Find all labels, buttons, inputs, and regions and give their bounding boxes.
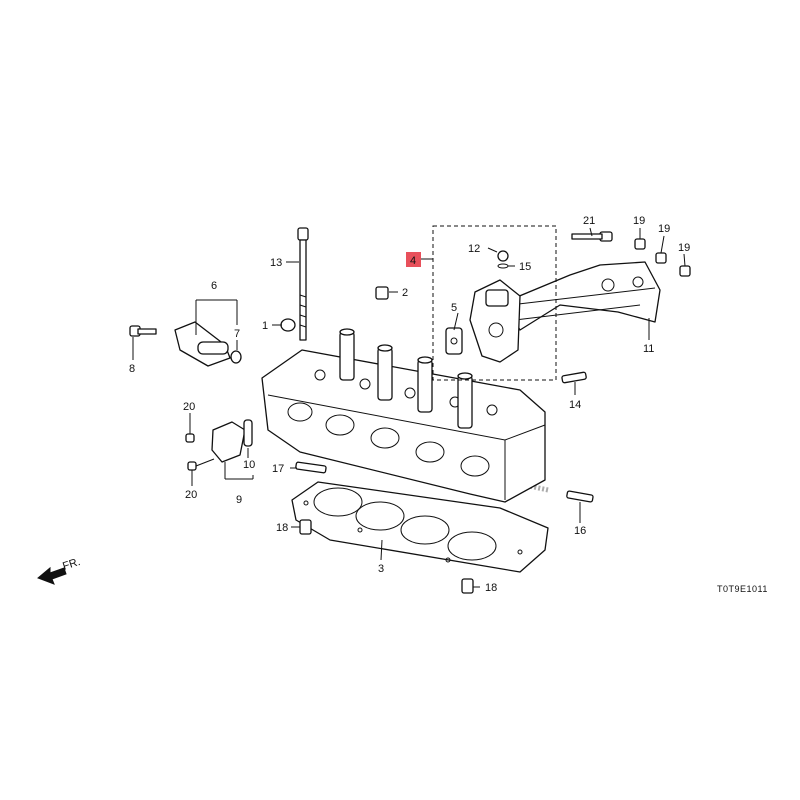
callout-label[interactable]: 18 xyxy=(276,522,288,534)
stud-14[interactable] xyxy=(561,371,587,384)
stud-16[interactable] xyxy=(566,490,594,503)
callout-label[interactable]: 5 xyxy=(451,302,457,314)
front-arrow-icon xyxy=(37,566,67,585)
callout-label[interactable]: 11 xyxy=(643,343,654,355)
callout-label[interactable]: 10 xyxy=(243,459,255,471)
callout-label[interactable]: 9 xyxy=(236,494,242,506)
cap-nut[interactable] xyxy=(375,286,389,300)
leader-lines xyxy=(132,227,686,588)
callout-label[interactable]: 21 xyxy=(583,215,595,227)
callout-label[interactable]: 16 xyxy=(574,525,586,537)
dowel-pin-right[interactable] xyxy=(461,578,474,594)
plug-bolt[interactable] xyxy=(497,250,509,262)
callout-label[interactable]: 18 xyxy=(485,582,497,594)
callout-label[interactable]: 14 xyxy=(569,399,581,411)
callout-label[interactable]: 4 xyxy=(410,255,416,267)
spool-valve[interactable] xyxy=(129,321,242,367)
front-label: FR. xyxy=(61,556,82,573)
diagram-code: T0T9E1011 xyxy=(717,584,768,594)
cylinder-head[interactable] xyxy=(261,328,549,503)
rocker-shaft-holder[interactable] xyxy=(504,261,661,331)
bolt-19-a[interactable] xyxy=(634,238,646,250)
callout-label[interactable]: 1 xyxy=(262,320,268,332)
callout-label[interactable]: 3 xyxy=(378,563,384,575)
callout-label[interactable]: 13 xyxy=(270,257,282,269)
callout-label[interactable]: 12 xyxy=(468,243,480,255)
bolt-21[interactable] xyxy=(571,231,613,242)
callout-label[interactable]: 19 xyxy=(658,223,670,235)
callout-label[interactable]: 15 xyxy=(519,261,531,273)
callout-label[interactable]: 19 xyxy=(633,215,645,227)
temperature-sensor[interactable] xyxy=(185,419,253,471)
callout-label[interactable]: 8 xyxy=(129,363,135,375)
head-bolt[interactable] xyxy=(297,227,309,341)
callout-labels: 1 2 3 4 5 6 7 8 9 10 11 12 13 14 15 16 1… xyxy=(129,215,690,594)
callout-label[interactable]: 7 xyxy=(234,328,240,340)
callout-label[interactable]: 20 xyxy=(183,401,195,413)
assembly-outline xyxy=(432,225,557,381)
bolt-19-b[interactable] xyxy=(655,252,667,264)
valve-seal-cap[interactable] xyxy=(280,318,296,332)
front-direction-indicator: FR. xyxy=(37,556,82,585)
callout-label[interactable]: 17 xyxy=(272,463,284,475)
bolt-19-c[interactable] xyxy=(679,265,691,277)
callout-label[interactable]: 20 xyxy=(185,489,197,501)
callout-label[interactable]: 2 xyxy=(402,287,408,299)
o-ring xyxy=(497,263,509,269)
callout-label[interactable]: 6 xyxy=(211,280,217,292)
callout-label[interactable]: 19 xyxy=(678,242,690,254)
stud-17[interactable] xyxy=(295,461,327,474)
callout-4-highlight xyxy=(406,252,421,267)
dowel-pin-left[interactable] xyxy=(299,519,312,535)
oil-control-assembly[interactable] xyxy=(445,279,521,363)
